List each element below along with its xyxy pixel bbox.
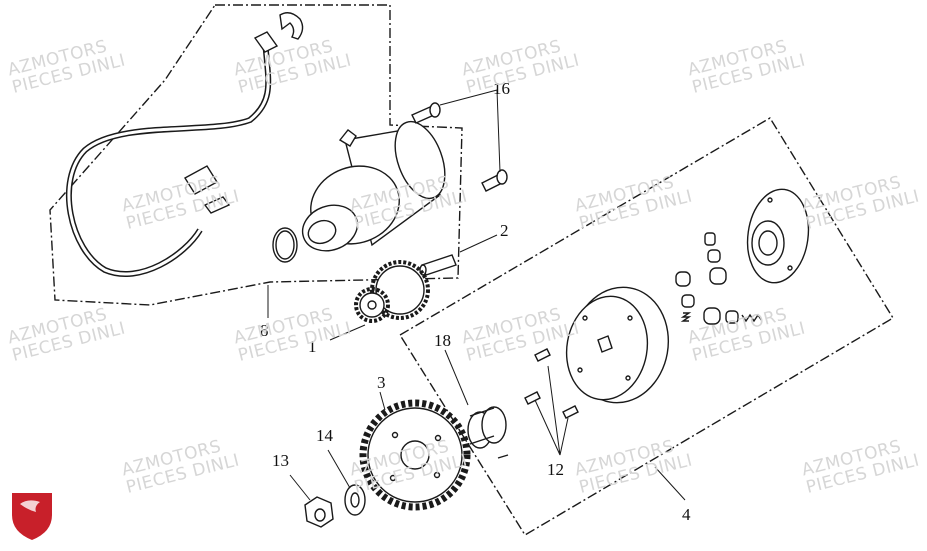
callout-12: 12 [547,460,564,479]
gear-1 [354,260,430,323]
cable [65,12,304,277]
leader-lines [267,89,686,501]
rollers-springs [675,232,763,325]
bolt-16-upper [411,102,441,124]
callout-16: 16 [493,79,510,98]
callout-18: 18 [434,331,451,350]
bearing-18 [467,406,509,459]
pin-2 [419,254,457,276]
bolts-12 [524,348,579,419]
callout-14: 14 [316,426,334,445]
clutch-plate [746,188,810,284]
callout-labels: 16 2 1 3 8 18 12 13 14 4 [260,79,691,524]
callout-2: 2 [500,221,509,240]
starter-motor [272,120,446,263]
callout-1: 1 [308,337,317,356]
brand-logo [12,493,52,540]
callout-3: 3 [377,373,386,392]
clutch-housing [565,286,670,404]
nut-13 [304,496,334,528]
washer-14 [344,484,366,516]
bolt-16-lower [481,169,508,192]
callout-4: 4 [682,505,691,524]
gear-3 [359,399,471,511]
callout-13: 13 [272,451,289,470]
callout-8: 8 [260,321,269,340]
starter-group-outline [49,4,463,306]
